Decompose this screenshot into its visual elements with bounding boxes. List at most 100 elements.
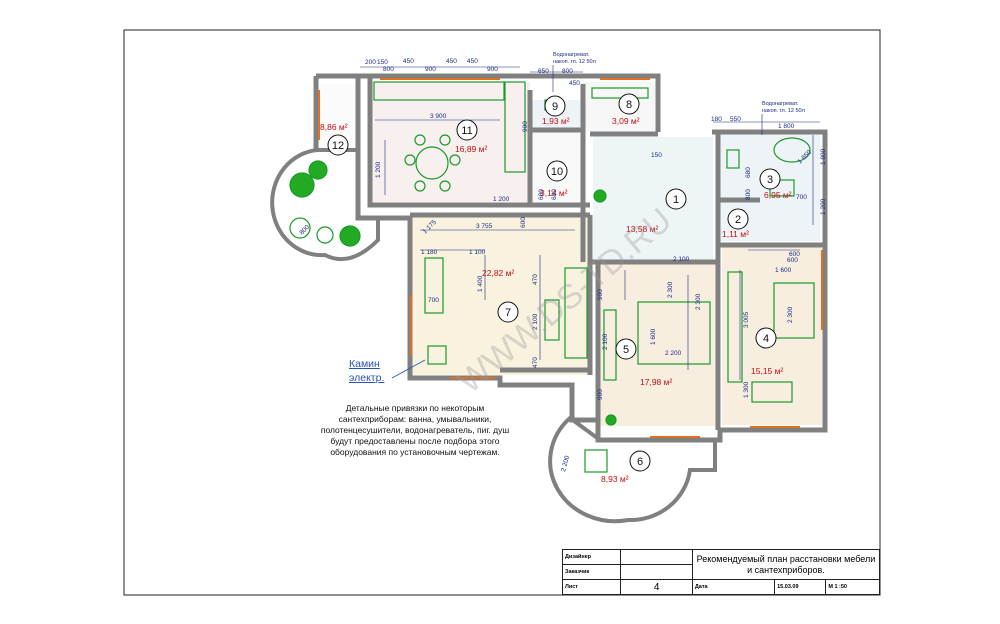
dim: 2 200 xyxy=(665,350,682,357)
plant-1 xyxy=(593,189,607,203)
room-number: 7 xyxy=(505,307,511,319)
bed-5 xyxy=(637,301,711,365)
dim: 3 755 xyxy=(476,223,493,230)
svg-text:накоп. гл. 12 50л: накоп. гл. 12 50л xyxy=(553,59,596,65)
armchair-6 xyxy=(584,449,608,473)
room-area: 17,98 м² xyxy=(640,377,672,387)
dim: 900 xyxy=(522,121,529,132)
dim: 2 300 xyxy=(667,281,674,298)
kitchen-counter xyxy=(373,81,505,101)
dim: 1 600 xyxy=(775,267,792,274)
sheet-value: 4 xyxy=(620,579,693,595)
room-number: 12 xyxy=(332,140,344,152)
dim: 900 xyxy=(425,66,436,73)
room-number: 11 xyxy=(461,125,472,137)
furniture xyxy=(289,81,815,473)
title-block: Дизайнер Рекомендуемый план расстановки … xyxy=(561,549,881,595)
room-number: 4 xyxy=(763,333,769,345)
shelves-8 xyxy=(591,87,649,99)
tv-console-7 xyxy=(544,299,560,341)
dim: 450 xyxy=(446,58,457,65)
dim: 2 300 xyxy=(695,293,702,310)
dim: 600 xyxy=(538,189,545,200)
dim: 800 xyxy=(745,189,752,200)
room-area: 3,09 м² xyxy=(612,116,640,126)
designer-value xyxy=(620,549,693,565)
room-area: 1,11 м² xyxy=(722,229,749,239)
room-number: 10 xyxy=(551,166,563,178)
dim: 1 200 xyxy=(820,198,827,215)
dim: 700 xyxy=(428,297,439,304)
room-number: 1 xyxy=(673,194,679,206)
water-heater-callouts: Водонагреват. накоп. гл. 12 50л Водонагр… xyxy=(552,52,805,135)
room-areas: 13,58 м² 1,11 м² 6,95 м² 15,15 м² 17,98 … xyxy=(320,116,792,484)
wardrobe-4 xyxy=(727,271,743,383)
desk-4 xyxy=(751,381,793,403)
dim: 550 xyxy=(730,116,741,123)
dim: 2 100 xyxy=(673,256,690,263)
plant-12c xyxy=(339,225,361,247)
dim: 600 xyxy=(789,251,800,258)
room-area: 1,93 м² xyxy=(542,116,570,126)
plant-12b xyxy=(308,160,328,180)
date-value: 15.03.09 xyxy=(774,579,827,595)
dim: 650 xyxy=(538,68,549,75)
dim: 1 600 xyxy=(650,328,657,345)
svg-text:накоп. гл. 12 50л: накоп. гл. 12 50л xyxy=(762,108,805,114)
dim: 600 xyxy=(520,217,527,228)
dim: 450 xyxy=(569,80,580,87)
dim: 150 xyxy=(651,152,662,159)
sheet-title: Рекомендуемый план расстановки мебели и … xyxy=(691,549,881,580)
room-number: 3 xyxy=(767,174,773,186)
dim: 900 xyxy=(597,289,604,300)
date-label: Дата xyxy=(691,579,776,595)
plant-12e xyxy=(316,226,334,244)
dim: 2 200 xyxy=(560,455,571,473)
fireplace-leader xyxy=(391,359,426,379)
sofa-4 xyxy=(773,282,815,339)
room-markers xyxy=(327,93,781,472)
designer-label: Дизайнер xyxy=(561,549,622,565)
walls xyxy=(313,73,828,443)
installation-note: Детальные привязки по некоторым сантехпр… xyxy=(320,403,510,457)
dim: 1 100 xyxy=(469,249,486,256)
svg-text:Водонагреват.: Водонагреват. xyxy=(762,101,799,107)
sheet-label: Лист xyxy=(561,579,622,595)
wardrobe-5 xyxy=(603,309,617,381)
dining-table xyxy=(415,146,449,180)
room-number: 2 xyxy=(735,214,741,226)
plant-5 xyxy=(605,414,617,426)
dim: 470 xyxy=(532,274,539,285)
dimension-values: 200 150 800 450 900 450 450 900 3 900 1 … xyxy=(298,58,827,473)
dim: 150 xyxy=(377,59,388,66)
room-number: 5 xyxy=(623,344,629,356)
fireplace-line-2: электр. xyxy=(349,372,385,384)
room-area: 22,82 м² xyxy=(482,268,514,278)
dim: 180 xyxy=(711,116,722,123)
room-number: 9 xyxy=(552,101,558,113)
windows xyxy=(318,78,823,438)
dim: 2 100 xyxy=(532,313,539,330)
dim: 450 xyxy=(403,58,414,65)
dim: 3 005 xyxy=(743,311,750,328)
dim: 1 800 xyxy=(778,123,795,130)
dim: 680 xyxy=(745,167,752,178)
dim: 600 xyxy=(787,257,798,264)
dim: 3 900 xyxy=(430,113,447,120)
dim: 900 xyxy=(487,66,498,73)
sheet-frame xyxy=(123,29,881,596)
chair-7 xyxy=(427,345,447,365)
fireplace-line-1: Камин xyxy=(349,358,380,370)
dim: 2 100 xyxy=(602,333,609,350)
dim: 600 xyxy=(551,189,558,200)
dim: 1 800 xyxy=(820,148,827,165)
plant-12d xyxy=(289,217,311,239)
sofa-7 xyxy=(564,267,588,359)
dimension-lines xyxy=(360,66,820,380)
svg-text:Водонагреват.: Водонагреват. xyxy=(553,52,590,58)
room-area: 15,15 м² xyxy=(751,366,783,376)
scale-value: М 1 :50 xyxy=(825,579,880,595)
toilet-3 xyxy=(726,149,740,169)
plant-12a xyxy=(289,172,315,198)
